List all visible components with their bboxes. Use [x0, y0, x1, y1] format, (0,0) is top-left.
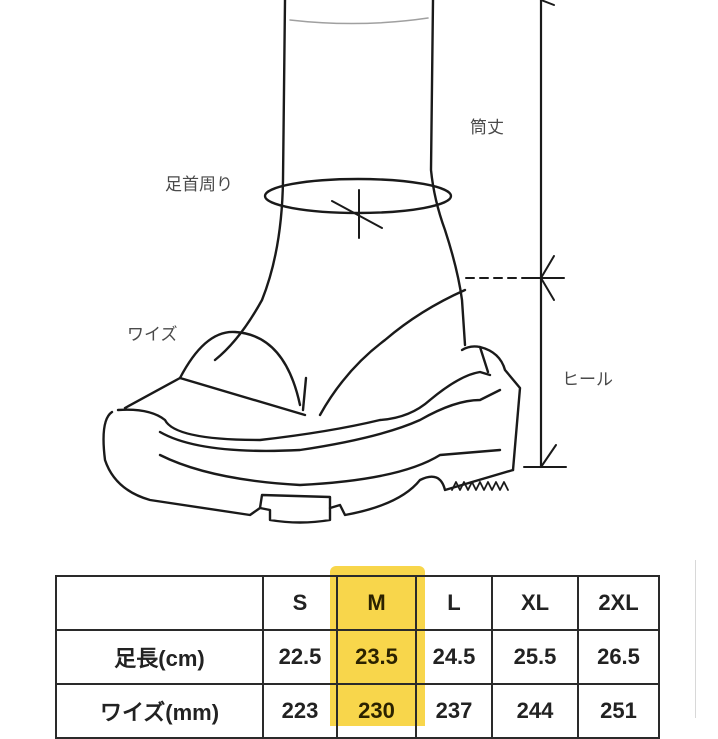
boot-illustration: [102, 0, 567, 524]
header-cell-2xl: 2XL: [577, 575, 660, 631]
cell: 237: [415, 683, 493, 739]
cell: 230: [336, 683, 417, 739]
outsole: [102, 410, 515, 524]
shaft-right-outline: [429, 0, 467, 347]
width-label: ワイズ: [127, 325, 178, 345]
ankle-circumference-label: 足首周り: [165, 175, 233, 195]
cell: 22.5: [262, 629, 338, 685]
header-cell-s: S: [262, 575, 338, 631]
row-label-width: ワイズ(mm): [55, 683, 264, 739]
divider-line: [695, 560, 696, 718]
table-row: ワイズ(mm) 223 230 237 244 251: [55, 683, 660, 739]
heel-label: ヒール: [562, 370, 613, 390]
header-cell-empty: [55, 575, 264, 631]
width-arc: [178, 330, 302, 407]
cell: 223: [262, 683, 338, 739]
cell: 251: [577, 683, 660, 739]
cell: 26.5: [577, 629, 660, 685]
header-cell-xl: XL: [491, 575, 579, 631]
cell: 23.5: [336, 629, 417, 685]
size-table: S M L XL 2XL 足長(cm) 22.5 23.5 24.5 25.5 …: [55, 575, 660, 739]
shaft-top-rim: [289, 17, 429, 25]
sole-top: [116, 370, 492, 442]
header-cell-l: L: [415, 575, 493, 631]
cell: 25.5: [491, 629, 579, 685]
header-cell-m: M: [336, 575, 417, 631]
boot-measurement-diagram: 筒丈 足首周り ワイズ ヒール: [102, 0, 613, 524]
shaft-height-label: 筒丈: [470, 118, 504, 138]
vamp-curve: [318, 288, 467, 417]
cell: 244: [491, 683, 579, 739]
table-header-row: S M L XL 2XL: [55, 575, 660, 631]
row-label-foot-length: 足長(cm): [55, 629, 264, 685]
cell: 24.5: [415, 629, 493, 685]
table-row: 足長(cm) 22.5 23.5 24.5 25.5 26.5: [55, 629, 660, 685]
